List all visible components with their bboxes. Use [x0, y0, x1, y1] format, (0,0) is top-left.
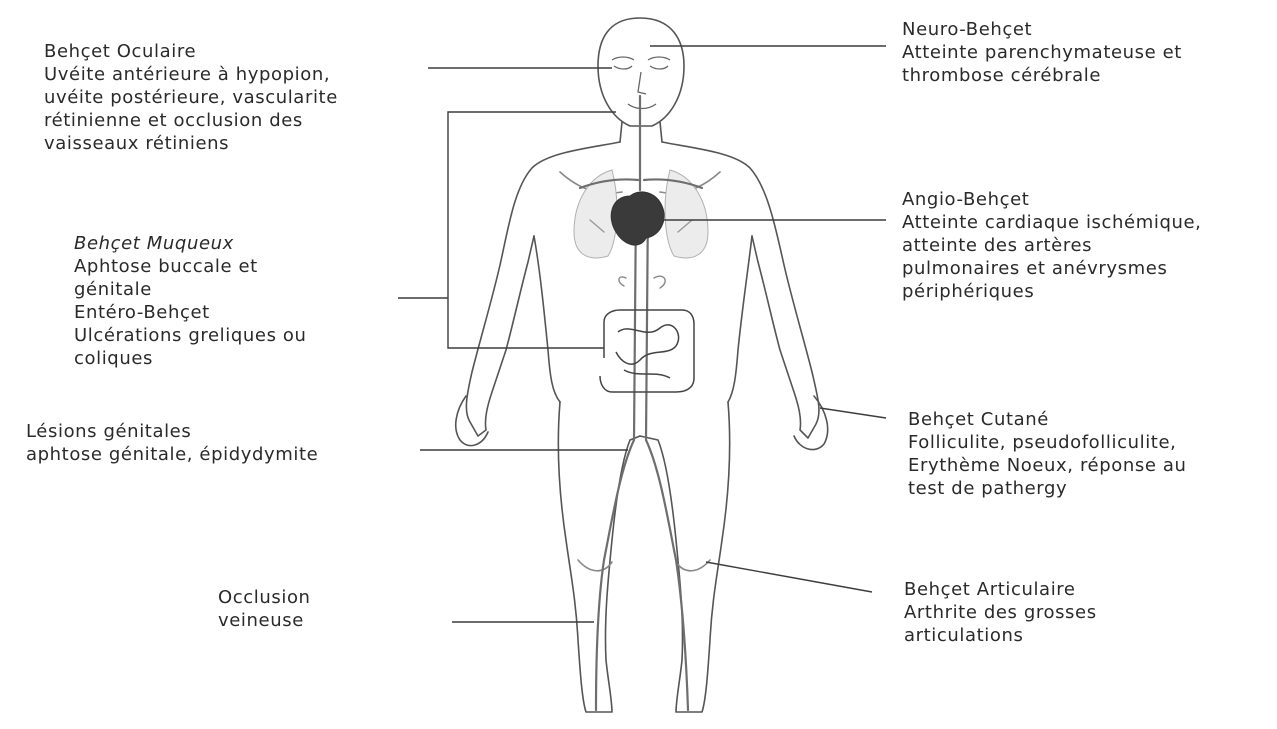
label-occlusion-veineuse: Occlusion veineuse — [218, 586, 311, 632]
left-leg-outline — [558, 402, 640, 712]
label-behcet-muqueux: Behçet Muqueux Aphtose buccale et génita… — [74, 232, 307, 370]
oculaire-line-1: Uvéite antérieure à hypopion, — [44, 63, 338, 86]
angio-line-3: pulmonaires et anévrysmes — [902, 257, 1201, 280]
articulaire-line-1: Arthrite des grosses — [904, 601, 1097, 624]
muqueux-line-1: Aphtose buccale et — [74, 255, 307, 278]
left-femoral-vessel — [596, 440, 634, 710]
veineuse-title: Occlusion — [218, 586, 311, 609]
label-lesions-genitales: Lésions génitales aphtose génitale, épid… — [26, 420, 318, 466]
heart — [611, 192, 664, 245]
muqueux-title: Behçet Muqueux — [74, 232, 307, 255]
cutane-line-2: Erythème Noeux, réponse au — [908, 454, 1187, 477]
genitales-title: Lésions génitales — [26, 420, 318, 443]
muqueux-line-4: Ulcérations greliques ou — [74, 324, 307, 347]
cutane-line-1: Folliculite, pseudofolliculite, — [908, 431, 1187, 454]
right-leg-outline — [640, 402, 730, 712]
oculaire-line-2: uvéite postérieure, vascularite — [44, 86, 338, 109]
neuro-line-2: thrombose cérébrale — [902, 64, 1182, 87]
oculaire-line-3: rétinienne et occlusion des — [44, 109, 338, 132]
angio-title: Angio-Behçet — [902, 188, 1201, 211]
articulaire-title: Behçet Articulaire — [904, 578, 1097, 601]
veineuse-line-1: veineuse — [218, 609, 311, 632]
genitales-line-1: aphtose génitale, épidydymite — [26, 443, 318, 466]
oculaire-line-4: vaisseaux rétiniens — [44, 132, 338, 155]
angio-line-4: périphériques — [902, 280, 1201, 303]
muqueux-line-3: Entéro-Behçet — [74, 301, 307, 324]
angio-line-1: Atteinte cardiaque ischémique, — [902, 211, 1201, 234]
neuro-title: Neuro-Behçet — [902, 18, 1182, 41]
label-neuro-behcet: Neuro-Behçet Atteinte parenchymateuse et… — [902, 18, 1182, 87]
label-behcet-cutane: Behçet Cutané Folliculite, pseudofollicu… — [908, 408, 1187, 500]
cutane-line-3: test de pathergy — [908, 477, 1187, 500]
articulaire-line-2: articulations — [904, 624, 1097, 647]
torso-outline — [534, 236, 752, 402]
oculaire-title: Behçet Oculaire — [44, 40, 338, 63]
muqueux-line-2: génitale — [74, 278, 307, 301]
muqueux-line-5: coliques — [74, 347, 307, 370]
cutane-title: Behçet Cutané — [908, 408, 1187, 431]
left-hand-outline — [456, 396, 488, 446]
label-behcet-oculaire: Behçet Oculaire Uvéite antérieure à hypo… — [44, 40, 338, 155]
label-behcet-articulaire: Behçet Articulaire Arthrite des grosses … — [904, 578, 1097, 647]
label-angio-behcet: Angio-Behçet Atteinte cardiaque ischémiq… — [902, 188, 1201, 303]
leader-articulaire — [706, 562, 872, 592]
right-hand-outline — [794, 396, 828, 450]
angio-line-2: atteinte des artères — [902, 234, 1201, 257]
neuro-line-1: Atteinte parenchymateuse et — [902, 41, 1182, 64]
leader-cutane — [820, 408, 886, 418]
